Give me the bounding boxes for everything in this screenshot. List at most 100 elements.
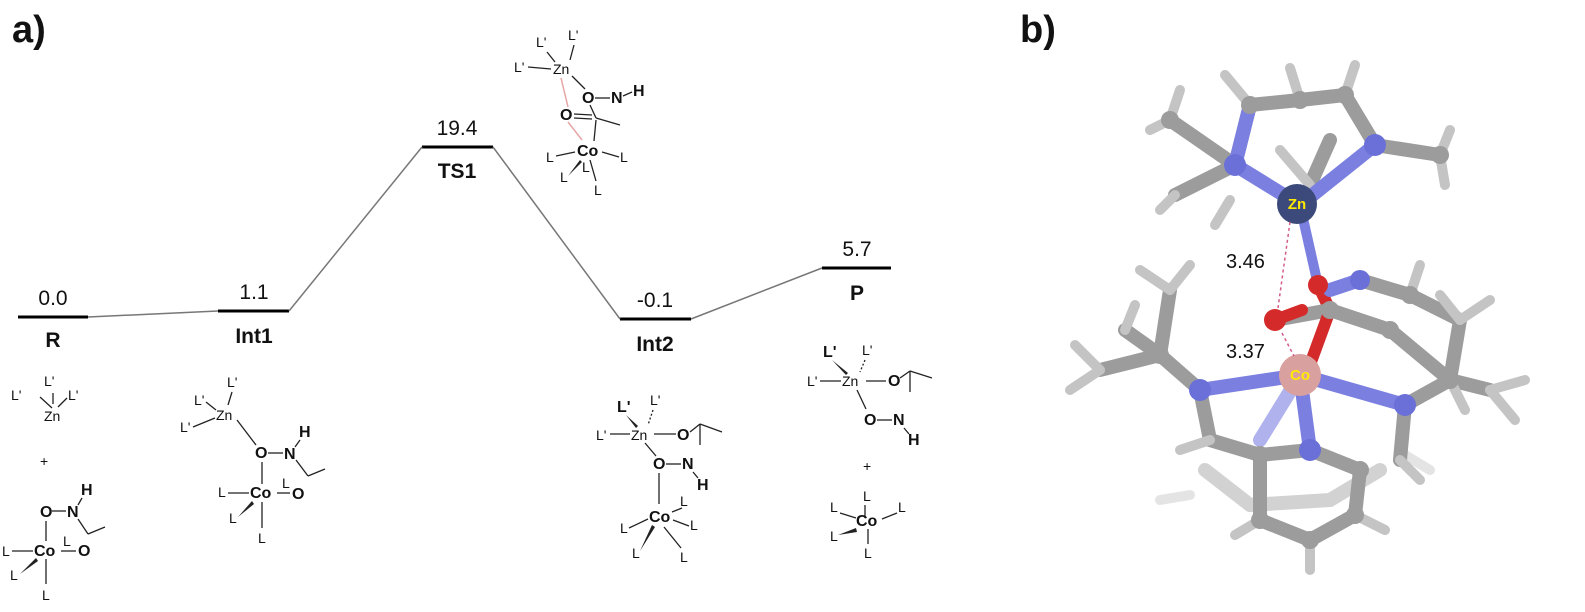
svg-text:Zn: Zn xyxy=(553,61,569,77)
svg-text:H: H xyxy=(908,432,920,449)
svg-text:L: L xyxy=(282,475,290,491)
svg-text:L': L' xyxy=(650,392,660,408)
svg-text:L': L' xyxy=(180,419,190,435)
structure-int1: L' L' L' Zn O N H O Co L L L L xyxy=(180,374,326,546)
svg-text:O: O xyxy=(78,543,90,560)
svg-text:L: L xyxy=(680,493,688,509)
svg-text:L: L xyxy=(582,159,590,175)
state-name-ts1: TS1 xyxy=(438,160,477,183)
svg-text:N: N xyxy=(67,504,79,521)
svg-text:L: L xyxy=(2,543,10,559)
svg-text:O: O xyxy=(255,445,267,462)
svg-text:N: N xyxy=(893,412,905,429)
state-name-r: R xyxy=(45,329,60,352)
connector-int1-ts1 xyxy=(288,146,423,312)
svg-text:H: H xyxy=(697,477,709,494)
distance-zn-o: 3.46 xyxy=(1226,251,1265,273)
svg-text:Co: Co xyxy=(649,509,671,526)
connector-ts1-int2 xyxy=(492,146,621,320)
svg-text:L: L xyxy=(42,587,50,603)
atom-zn xyxy=(1277,184,1317,224)
atom-n-top-left xyxy=(1224,154,1246,176)
svg-text:L: L xyxy=(690,517,698,533)
svg-text:L': L' xyxy=(536,34,546,50)
svg-text:L: L xyxy=(560,169,568,185)
svg-text:L: L xyxy=(898,499,906,515)
svg-text:H: H xyxy=(633,83,645,100)
svg-text:Zn: Zn xyxy=(842,373,858,389)
svg-text:L: L xyxy=(258,530,266,546)
structure-int2: L' L' L' Zn O O N H Co L L L L xyxy=(596,392,723,565)
energy-int2: -0.1 xyxy=(637,289,673,312)
svg-text:L: L xyxy=(680,549,688,565)
svg-text:O: O xyxy=(40,504,52,521)
connector-r-int1 xyxy=(87,310,219,318)
connector-int2-p xyxy=(690,267,823,320)
svg-text:L: L xyxy=(10,567,18,583)
structure-r: L' L' L' Zn + O N H O Co L L L L xyxy=(2,373,106,603)
svg-text:H: H xyxy=(81,482,93,499)
structure-ts1: L' L' L' Zn O N H O Co L L L xyxy=(514,27,645,198)
svg-text:L: L xyxy=(229,510,237,526)
svg-text:N: N xyxy=(284,446,296,463)
svg-text:N: N xyxy=(611,90,623,107)
svg-text:+: + xyxy=(40,453,48,469)
zn-label: Zn xyxy=(44,408,60,424)
atom-o-carbonyl xyxy=(1264,309,1286,331)
svg-text:O: O xyxy=(653,456,665,473)
svg-text:L: L xyxy=(620,149,628,165)
svg-text:O: O xyxy=(888,373,900,390)
atom-zn-label: Zn xyxy=(1288,196,1306,213)
panel-b: b) xyxy=(1020,9,1530,575)
svg-text:Co: Co xyxy=(250,485,272,502)
svg-text:Co: Co xyxy=(577,143,599,160)
energy-r: 0.0 xyxy=(38,287,67,310)
svg-text:L: L xyxy=(594,182,602,198)
svg-text:Zn: Zn xyxy=(216,407,232,423)
svg-text:H: H xyxy=(299,424,311,441)
svg-text:L': L' xyxy=(227,374,237,390)
svg-text:O: O xyxy=(560,107,572,124)
svg-text:Co: Co xyxy=(34,543,56,560)
svg-text:L: L xyxy=(863,488,871,504)
svg-text:L': L' xyxy=(823,344,837,361)
distance-co-o: 3.37 xyxy=(1226,341,1265,363)
svg-text:L': L' xyxy=(514,59,524,75)
svg-text:O: O xyxy=(677,427,689,444)
energy-int1: 1.1 xyxy=(239,281,268,304)
state-name-p: P xyxy=(850,282,864,305)
svg-text:L: L xyxy=(864,545,872,561)
svg-text:O: O xyxy=(292,486,304,503)
svg-text:L': L' xyxy=(807,373,817,389)
svg-text:L: L xyxy=(546,149,554,165)
atom-co-label: Co xyxy=(1290,367,1310,384)
state-name-int2: Int2 xyxy=(636,333,673,356)
contact-zn-o xyxy=(1277,221,1291,309)
svg-text:L: L xyxy=(63,533,71,549)
svg-text:L: L xyxy=(632,545,640,561)
svg-text:L': L' xyxy=(568,27,578,43)
svg-text:O: O xyxy=(864,412,876,429)
svg-text:Zn: Zn xyxy=(631,427,647,443)
panel-a-label: a) xyxy=(12,9,46,51)
ts1-co-o-contact xyxy=(567,121,583,141)
ts1-zn-o-contact xyxy=(560,77,569,108)
panel-a: a) 0.0 1.1 19.4 -0.1 5.7 R Int1 TS1 Int2… xyxy=(2,9,933,603)
energy-ts1: 19.4 xyxy=(437,117,478,140)
contact-co-o xyxy=(1281,332,1295,357)
svg-text:Co: Co xyxy=(856,513,878,530)
atom-n-top-right xyxy=(1364,134,1386,156)
svg-text:N: N xyxy=(682,456,694,473)
svg-text:+: + xyxy=(863,458,871,474)
svg-text:L: L xyxy=(830,499,838,515)
svg-text:L: L xyxy=(620,520,628,536)
structure-p: L' L' L' Zn O O N H + L L Co L xyxy=(807,342,933,561)
panel-b-label: b) xyxy=(1020,9,1056,51)
svg-text:L': L' xyxy=(617,399,631,416)
atom-co xyxy=(1279,354,1321,396)
svg-text:L: L xyxy=(830,528,838,544)
svg-text:L': L' xyxy=(194,392,204,408)
molecule-3d-model: Zn Co 3.46 3.37 xyxy=(1065,60,1530,575)
atom-o-bridging xyxy=(1308,275,1328,295)
